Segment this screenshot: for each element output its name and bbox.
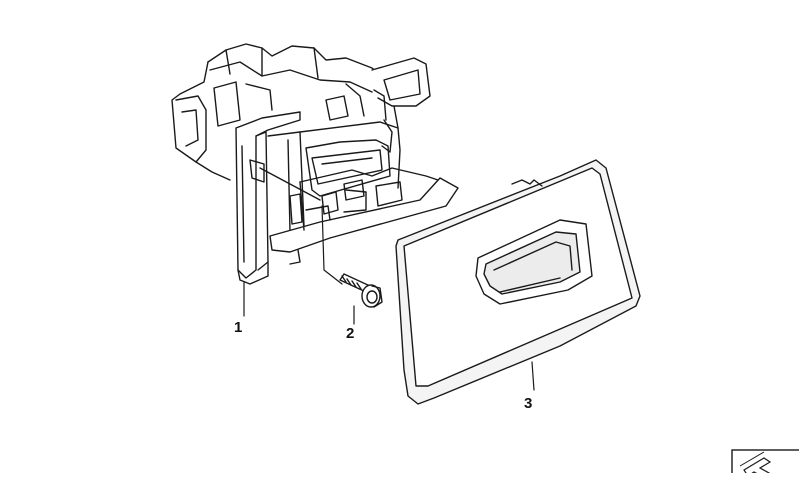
housing-assembly (171, 43, 459, 285)
callout-label-3: 3 (524, 395, 533, 412)
cover-panel (395, 159, 641, 405)
screw (339, 273, 383, 308)
leader-line-3 (531, 361, 535, 391)
corner-arrow-icon (731, 449, 799, 478)
leader-lines (243, 205, 535, 391)
leader-line-2-upper (321, 205, 343, 285)
callout-label-2: 2 (346, 325, 355, 342)
callout-label-1: 1 (234, 319, 243, 336)
